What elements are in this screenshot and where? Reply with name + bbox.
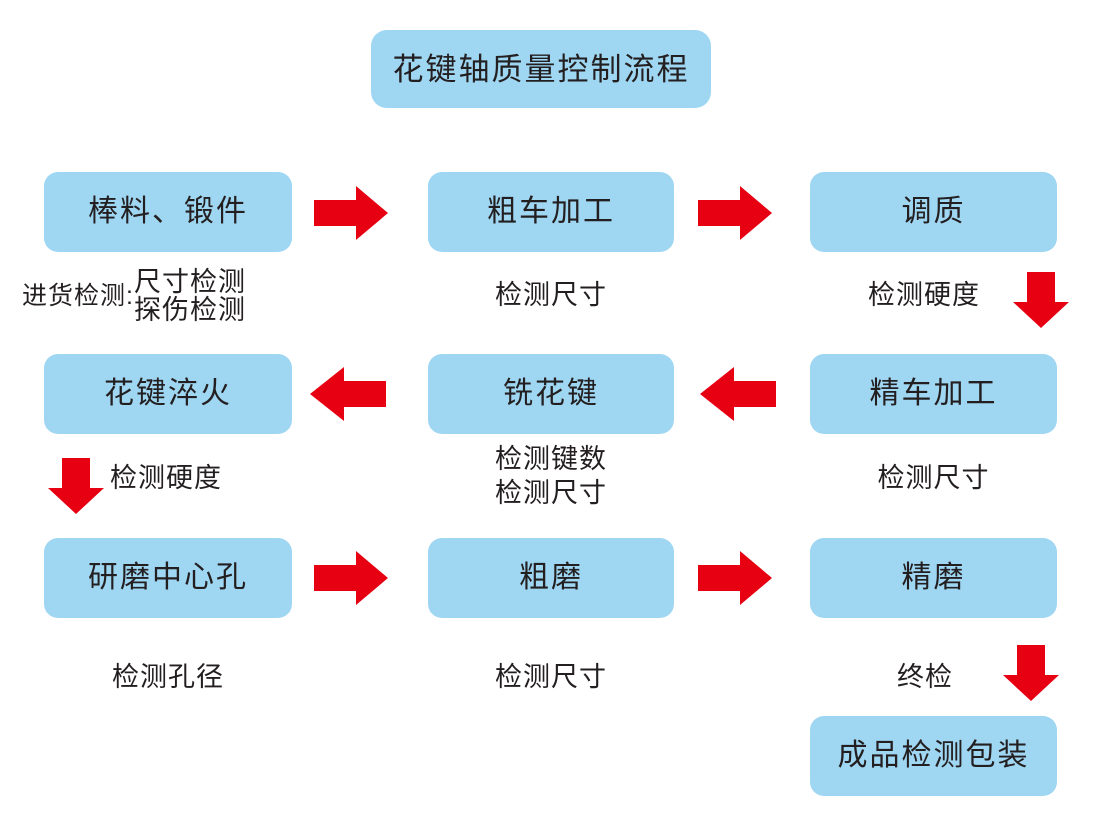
arrow-left-icon-1 xyxy=(310,367,386,421)
caption-spline-milling: 检测键数 检测尺寸 xyxy=(428,444,674,508)
step-box-rough-turning[interactable]: 粗车加工 xyxy=(428,172,674,252)
caption-rough-turning: 检测尺寸 xyxy=(428,280,674,310)
step-box-fine-grinding[interactable]: 精磨 xyxy=(810,538,1057,618)
step-label: 棒料、锻件 xyxy=(88,195,248,228)
step-label: 研磨中心孔 xyxy=(88,561,248,594)
arrow-left-icon-2 xyxy=(700,367,776,421)
step-label: 粗车加工 xyxy=(487,195,615,228)
step-label: 调质 xyxy=(901,195,966,228)
caption-rough-grinding: 检测尺寸 xyxy=(428,662,674,692)
caption-bar-forging: 进货检测: 尺寸检测 探伤检测 xyxy=(22,268,246,325)
arrow-right-icon-4 xyxy=(698,551,772,605)
step-label: 精车加工 xyxy=(869,377,998,410)
step-box-spline-quenching[interactable]: 花键淬火 xyxy=(44,354,292,434)
caption-quenching-tempering: 检测硬度 xyxy=(868,280,980,310)
arrow-down-icon-1 xyxy=(1013,272,1069,328)
caption-line: 检测孔径 xyxy=(112,662,224,692)
step-box-grind-center-hole[interactable]: 研磨中心孔 xyxy=(44,538,292,618)
step-box-finish-turning[interactable]: 精车加工 xyxy=(810,354,1057,434)
step-label: 花键淬火 xyxy=(104,377,232,410)
caption-line: 探伤检测 xyxy=(133,295,246,326)
caption-line: 检测键数 xyxy=(495,444,607,474)
caption-prefix: 进货检测: xyxy=(22,282,134,311)
caption-spline-quenching: 检测硬度 xyxy=(110,463,222,493)
caption-line: 检测尺寸 xyxy=(877,463,990,493)
caption-line: 尺寸检测 xyxy=(133,267,246,297)
caption-line: 检测硬度 xyxy=(868,280,980,310)
flowchart-title-label: 花键轴质量控制流程 xyxy=(392,51,690,87)
step-box-bar-forging[interactable]: 棒料、锻件 xyxy=(44,172,292,252)
caption-line: 检测尺寸 xyxy=(495,478,607,509)
step-label: 成品检测包装 xyxy=(837,739,1030,772)
caption-line: 检测尺寸 xyxy=(495,662,607,692)
caption-line: 检测硬度 xyxy=(110,463,222,493)
step-box-final-inspection-packaging[interactable]: 成品检测包装 xyxy=(810,716,1057,796)
arrow-right-icon-2 xyxy=(698,186,772,240)
step-label: 精磨 xyxy=(901,561,966,594)
arrow-right-icon-1 xyxy=(314,186,388,240)
caption-finish-turning: 检测尺寸 xyxy=(810,463,1057,493)
step-box-rough-grinding[interactable]: 粗磨 xyxy=(428,538,674,618)
step-box-quenching-tempering[interactable]: 调质 xyxy=(810,172,1057,252)
step-label: 铣花键 xyxy=(503,377,599,410)
caption-line: 检测尺寸 xyxy=(495,280,607,310)
flowchart-title-box: 花键轴质量控制流程 xyxy=(371,30,711,108)
arrow-right-icon-3 xyxy=(314,551,388,605)
arrow-down-icon-2 xyxy=(48,458,104,514)
arrow-down-icon-3 xyxy=(1003,645,1059,701)
step-label: 粗磨 xyxy=(519,561,583,594)
step-box-spline-milling[interactable]: 铣花键 xyxy=(428,354,674,434)
caption-fine-grinding: 终检 xyxy=(897,662,953,692)
caption-grind-center-hole: 检测孔径 xyxy=(44,662,292,692)
caption-line: 终检 xyxy=(897,662,953,692)
